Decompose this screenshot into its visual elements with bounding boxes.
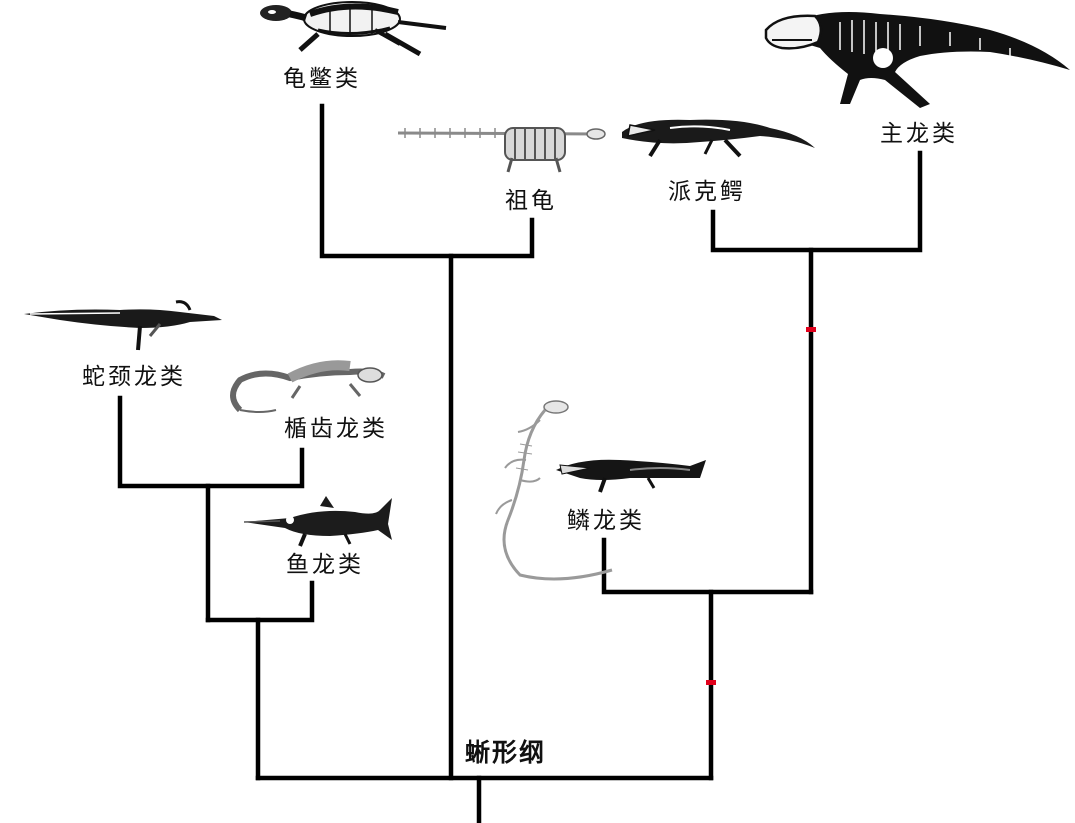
turtle-illustration xyxy=(260,1,447,57)
node-marker xyxy=(706,680,716,685)
tyrannosaurus-skeleton xyxy=(764,12,1070,108)
taxon-label-ichthyosaurs: 鱼龙类 xyxy=(286,552,364,578)
taxon-label-lepidosaurs: 鳞龙类 xyxy=(567,508,645,534)
turtle-clade-branch xyxy=(319,103,535,259)
taxon-label-plesiosaurs: 蛇颈龙类 xyxy=(82,364,186,390)
taxon-label-placodonts: 楯齿龙类 xyxy=(284,416,388,442)
ichthyosaur-illustration xyxy=(243,496,392,547)
lizard-skeleton xyxy=(495,400,613,581)
archosaur-branch xyxy=(710,150,923,253)
taxon-label-proto-turtle: 祖龟 xyxy=(505,188,557,214)
pakasuchus-skeleton xyxy=(622,119,815,158)
taxon-label-archosaurs: 主龙类 xyxy=(880,121,958,147)
proto-turtle-skeleton xyxy=(397,127,606,173)
taxon-label-pakasuchus: 派克鳄 xyxy=(668,179,746,205)
taxon-label-turtles: 龟鳖类 xyxy=(283,66,361,92)
placodont-branch xyxy=(205,447,305,489)
mosasaur-illustration xyxy=(556,459,706,493)
plesiosaur-skeleton xyxy=(24,300,222,351)
root-label: 蜥形纲 xyxy=(465,738,547,767)
marine-clade-branch xyxy=(255,580,315,781)
lepidosaur-branch xyxy=(601,537,814,595)
sauropterygia-branch xyxy=(117,395,211,623)
node-marker xyxy=(806,327,816,332)
placodont-skeleton xyxy=(230,360,386,413)
